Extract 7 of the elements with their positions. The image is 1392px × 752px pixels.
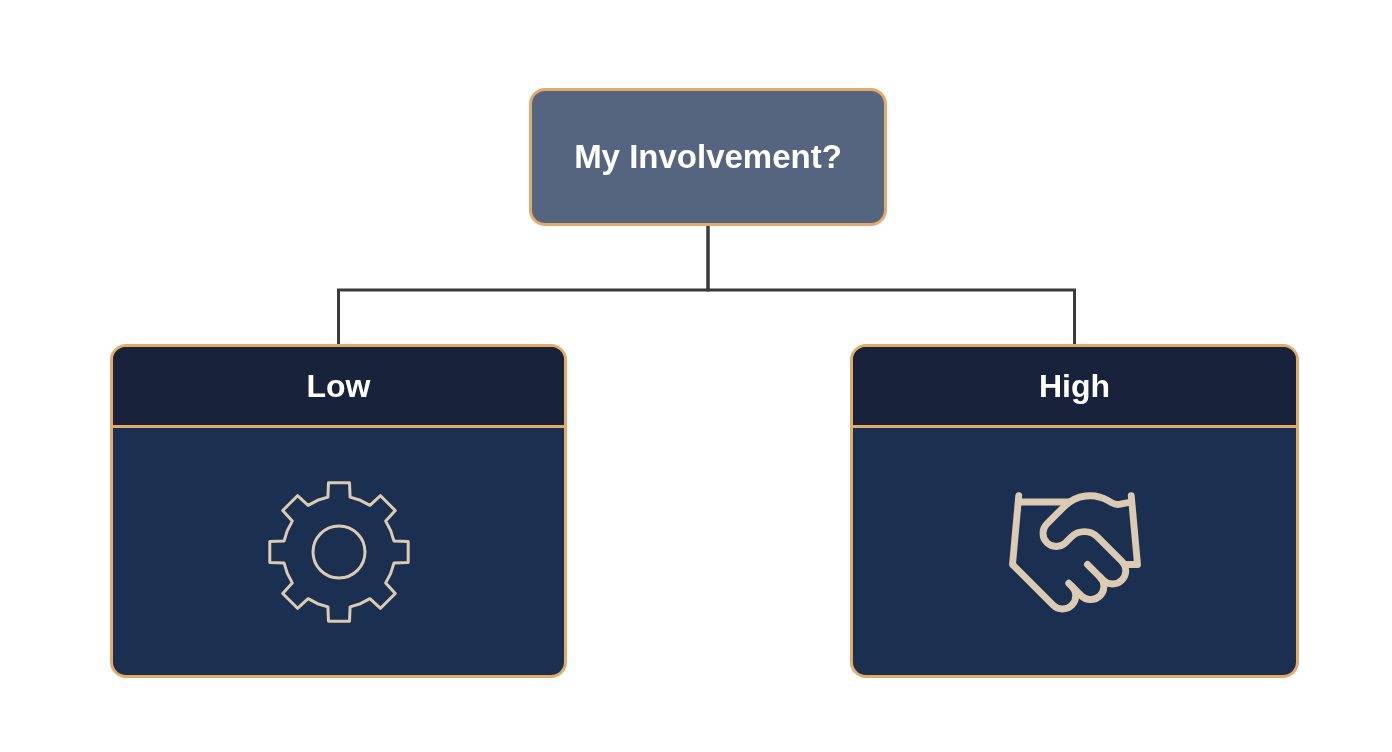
card-title: High	[1038, 367, 1111, 405]
option-card	[110, 344, 567, 678]
option-card	[850, 344, 1299, 678]
question-text: My Involvement?	[574, 138, 842, 176]
connector-line	[706, 226, 1076, 344]
card-title: Low	[306, 367, 371, 405]
question-box	[529, 88, 887, 226]
